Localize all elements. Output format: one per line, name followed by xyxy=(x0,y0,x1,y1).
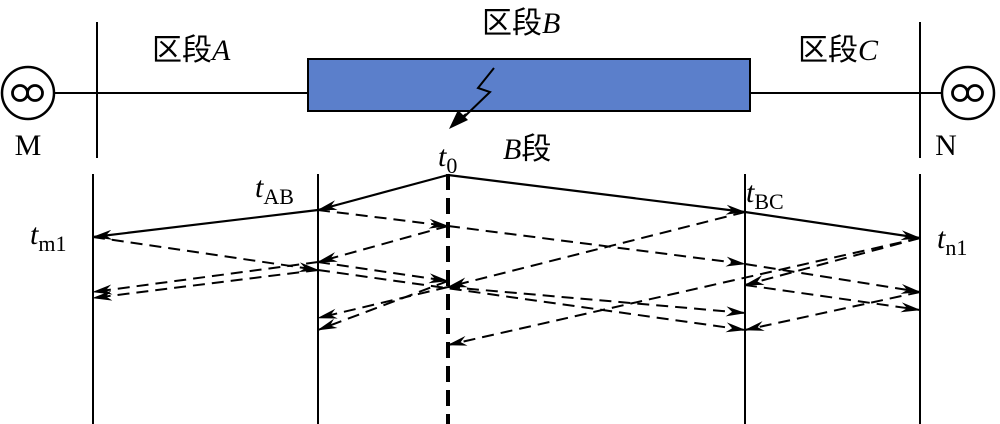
section-b-label: 区段B xyxy=(482,6,560,41)
wave-fault-to-ab xyxy=(317,173,449,212)
source-m-label: M xyxy=(15,129,42,162)
wave-reflect-6 xyxy=(92,269,319,301)
wave-reflect-17 xyxy=(447,237,921,346)
wave-reflect-9 xyxy=(744,263,921,294)
wave-reflect-1 xyxy=(317,209,449,229)
wave-reflect-13 xyxy=(317,269,746,333)
wave-reflect-2 xyxy=(317,225,449,263)
wave-reflect-10 xyxy=(317,286,449,319)
wave-fault-to-bc xyxy=(447,173,746,215)
infinity-icon xyxy=(11,84,44,102)
wave-reflect-7 xyxy=(447,211,746,288)
wave-reflect-11 xyxy=(447,286,746,317)
label-tab: tAB xyxy=(255,171,294,209)
wave-reflect-4 xyxy=(92,236,319,273)
wave-reflect-15 xyxy=(744,291,921,331)
source-n-label: N xyxy=(935,129,957,162)
wave-bc-to-n xyxy=(744,210,921,241)
infinity-icon xyxy=(951,84,984,102)
wave-ab-to-m xyxy=(92,208,319,240)
source-n: N xyxy=(935,65,996,162)
wave-reflect-3 xyxy=(447,225,746,267)
cable-segment-b xyxy=(307,58,751,112)
section-a-label: 区段A xyxy=(152,33,231,68)
source-m: M xyxy=(0,65,56,162)
label-tn1: tn1 xyxy=(937,222,967,260)
lattice-diagram: t0 tAB tBC tm1 tn1 xyxy=(30,140,967,424)
label-tm1: tm1 xyxy=(30,218,66,256)
wave-reflect-14 xyxy=(317,280,449,331)
label-tbc: tBC xyxy=(746,176,784,214)
wave-reflect-16 xyxy=(744,284,921,313)
wave-reflect-5 xyxy=(92,261,319,295)
fault-lightning-icon xyxy=(449,67,495,129)
fault-section-label: B段 xyxy=(503,132,551,167)
section-c-label: 区段C xyxy=(798,33,879,68)
wave-reflect-8 xyxy=(744,237,921,286)
wave-reflect-12 xyxy=(317,261,449,284)
label-t0: t0 xyxy=(438,140,457,178)
line-schematic: M N 区段A 区段B 区段C B段 xyxy=(0,6,996,167)
